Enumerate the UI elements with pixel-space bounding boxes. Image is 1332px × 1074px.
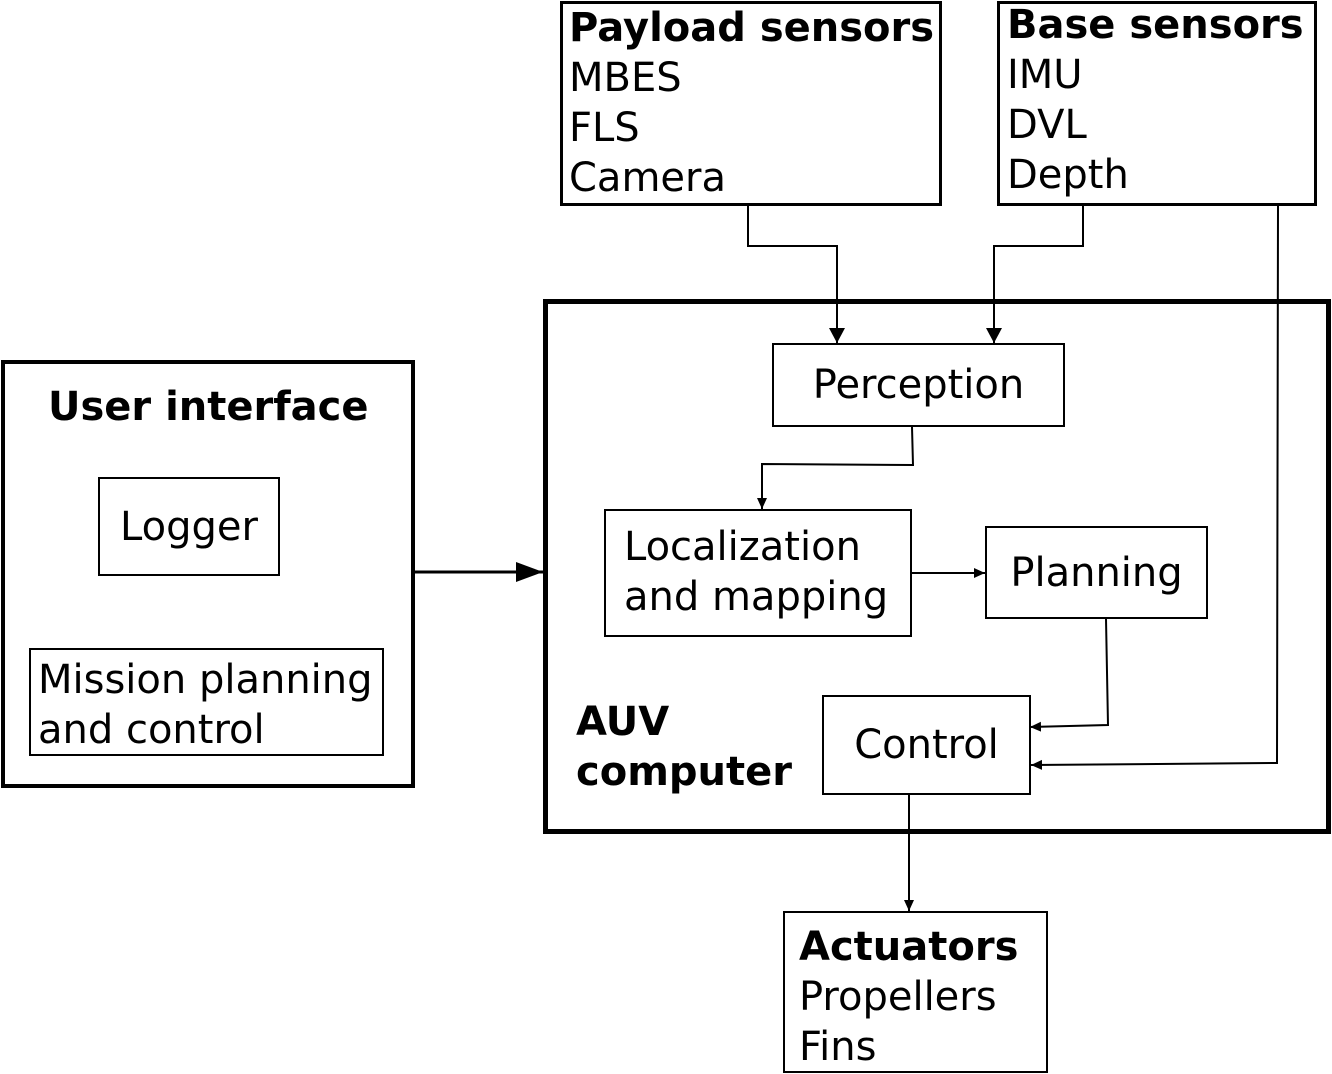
localization-label-line1: Localization	[624, 524, 861, 570]
edge-perception-to-localization	[757, 426, 915, 509]
control-box: Control	[822, 695, 1031, 795]
perception-box: Perception	[772, 343, 1065, 427]
planning-label: Planning	[1010, 549, 1183, 596]
payload-sensor-item: Camera	[569, 155, 726, 201]
user-interface-title: User interface	[48, 384, 369, 430]
planning-box: Planning	[985, 526, 1208, 619]
mission-planning-label-line1: Mission planning	[38, 657, 373, 703]
actuators-title: Actuators	[799, 924, 1019, 970]
logger-box: Logger	[98, 477, 280, 576]
base-sensors-box	[997, 1, 1317, 206]
auv-computer-title-line1: AUV	[576, 699, 670, 745]
user-interface-box	[1, 360, 415, 788]
payload-sensor-item: MBES	[569, 55, 682, 101]
logger-label: Logger	[120, 503, 258, 550]
base-sensor-item: Depth	[1007, 152, 1129, 198]
payload-sensor-item: FLS	[569, 105, 640, 151]
base-sensor-item: IMU	[1007, 52, 1083, 98]
control-label: Control	[854, 722, 999, 768]
localization-label-line2: and mapping	[624, 574, 889, 620]
perception-label: Perception	[812, 362, 1025, 408]
edge-planning-to-control	[1029, 618, 1110, 732]
auv-computer-box	[543, 299, 1331, 834]
actuator-item: Fins	[799, 1024, 877, 1070]
mission-planning-box	[29, 648, 384, 756]
edge-payload-to-perception	[747, 206, 845, 343]
mission-planning-label-line2: and control	[38, 707, 265, 753]
localization-mapping-box	[604, 509, 912, 637]
payload-sensors-title: Payload sensors	[569, 5, 935, 51]
base-sensor-item: DVL	[1007, 102, 1087, 148]
auv-computer-title-line2: computer	[576, 749, 792, 795]
payload-sensors-box	[560, 1, 942, 206]
actuators-box	[783, 911, 1048, 1073]
actuator-item: Propellers	[799, 974, 997, 1020]
base-sensors-title: Base sensors	[1007, 2, 1304, 48]
edge-base-to-control	[1030, 205, 1279, 770]
edge-base-to-perception	[986, 206, 1084, 343]
